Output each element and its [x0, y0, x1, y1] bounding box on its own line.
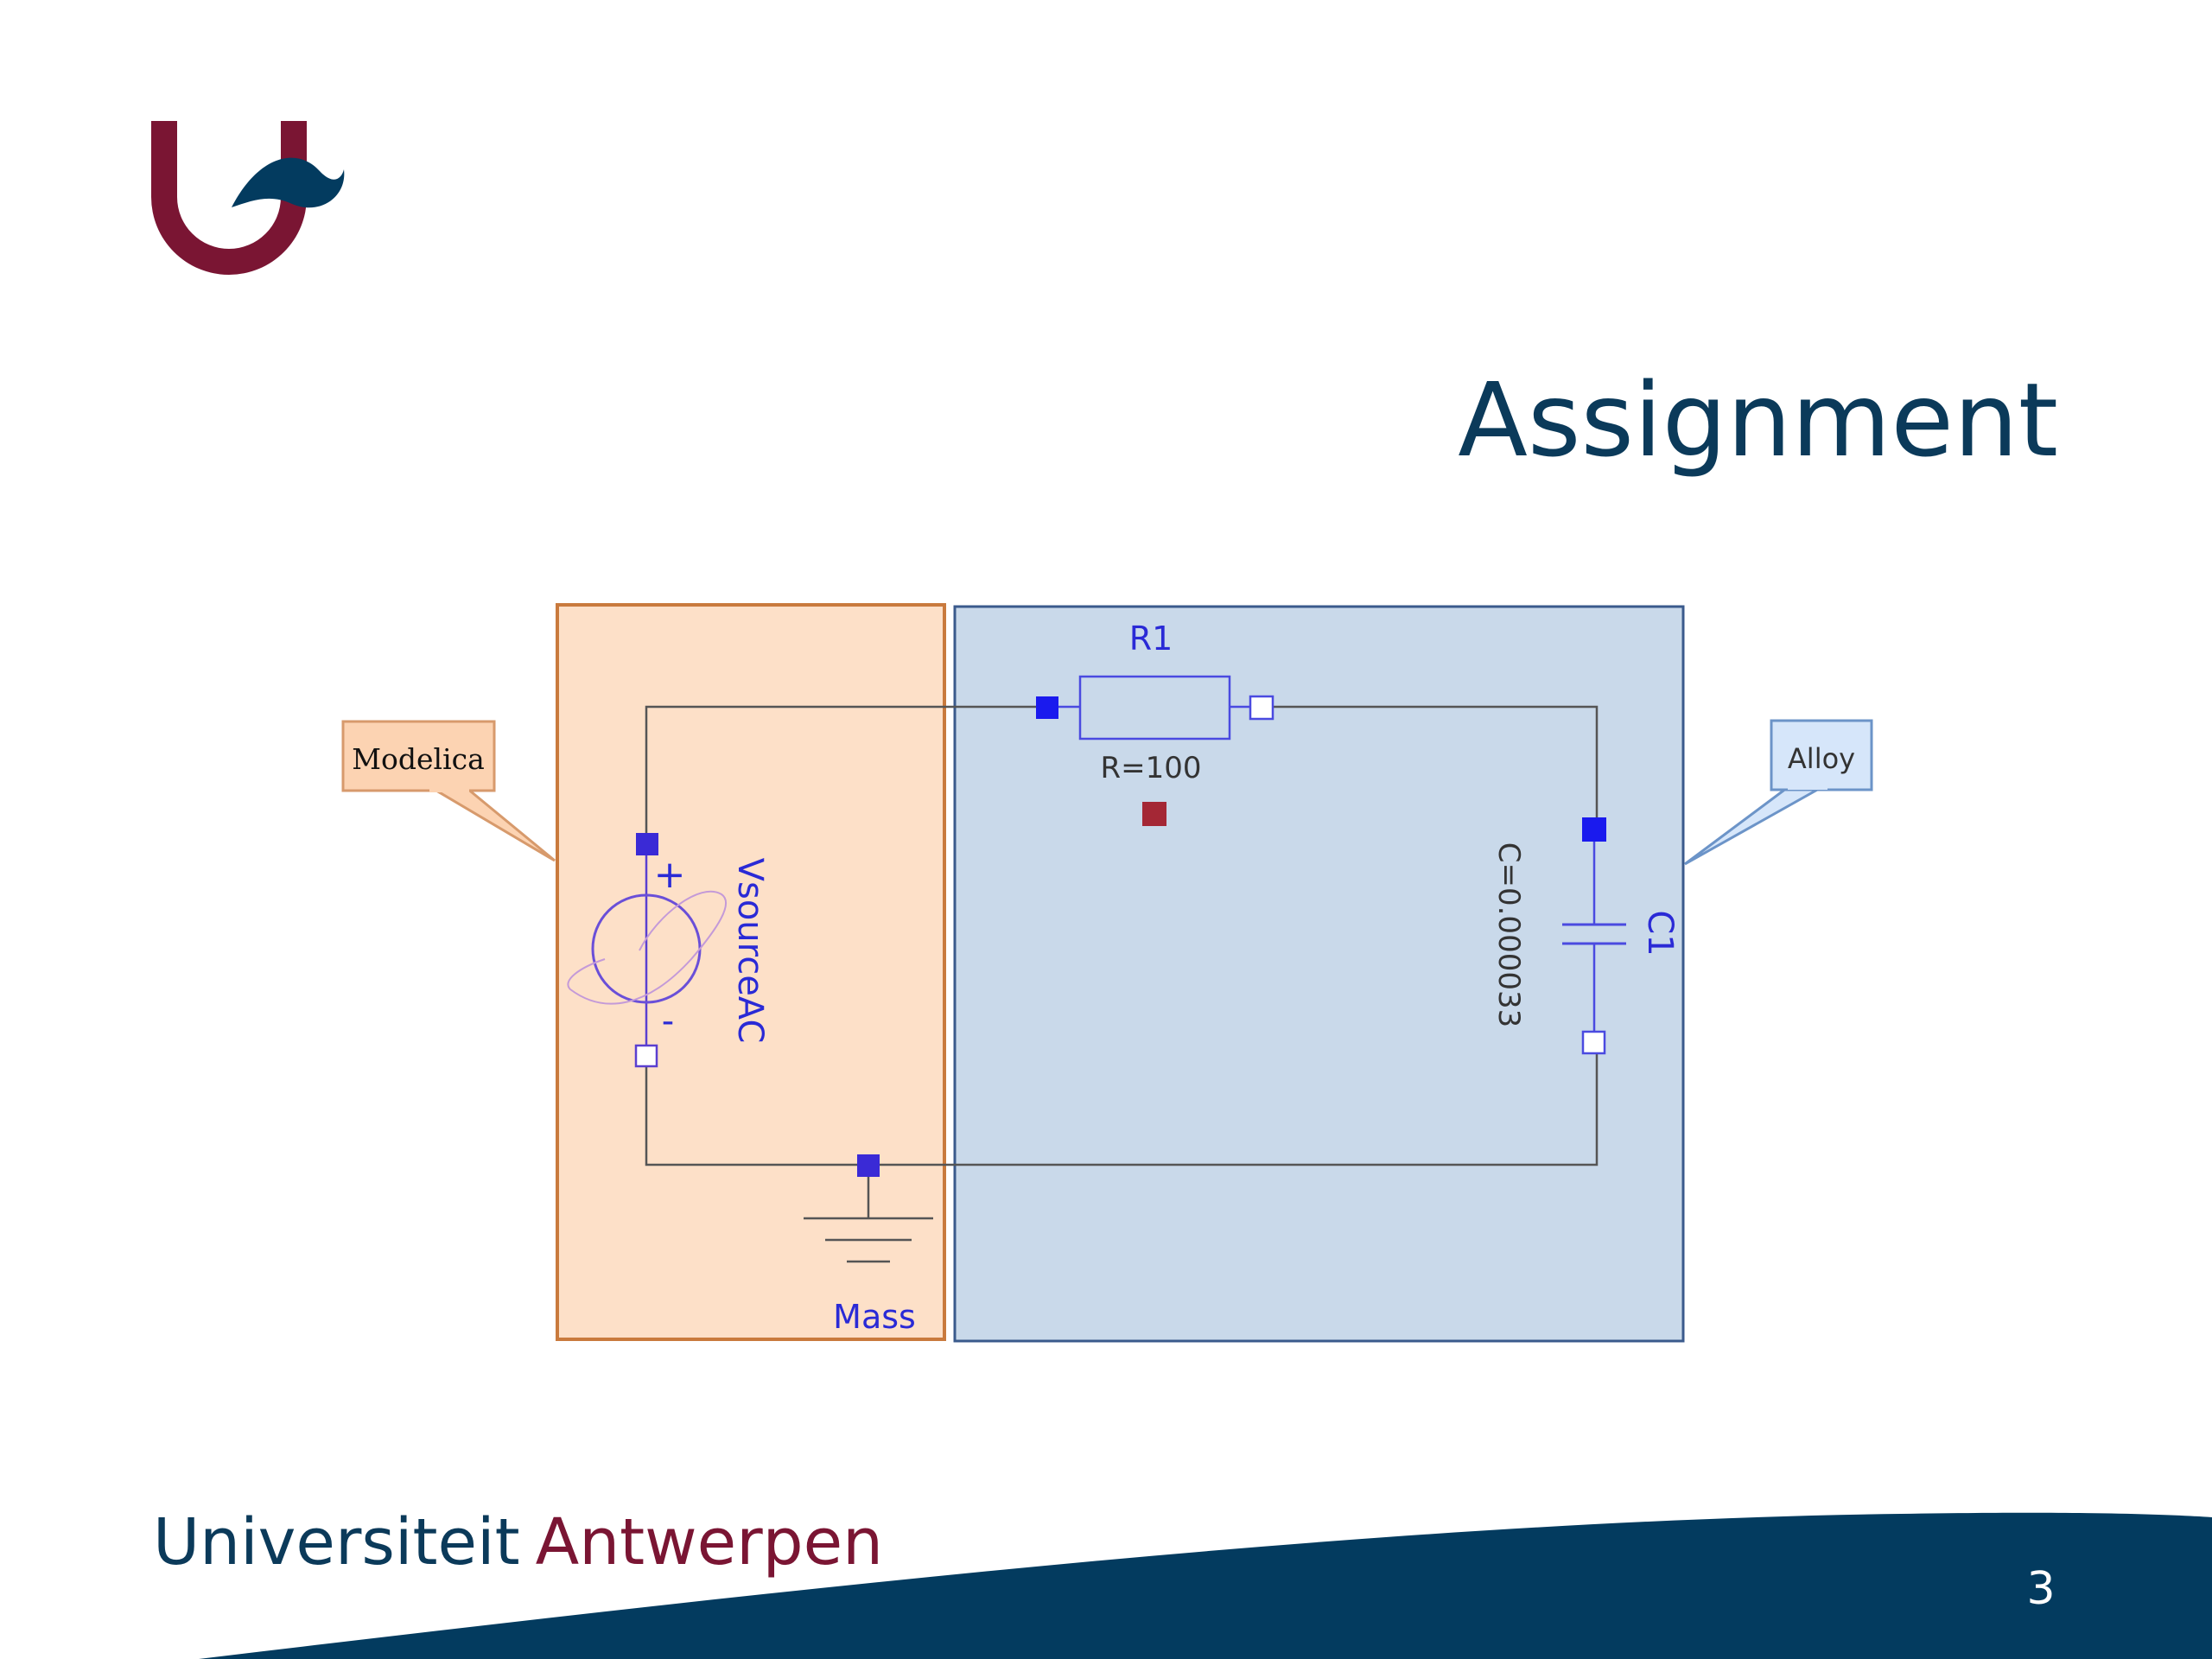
capacitor-name: C1: [1640, 910, 1680, 956]
modelica-callout: Modelica: [341, 720, 556, 862]
university-logo-icon: [151, 121, 345, 275]
circuit-wires: [645, 705, 1599, 1166]
wordmark-university: Universiteit: [153, 1505, 520, 1580]
resistor-symbol-icon: [1036, 675, 1274, 741]
source-plus-sign: +: [654, 853, 686, 897]
alloy-callout: Alloy: [1684, 719, 1873, 866]
source-name: VsourceAC: [730, 858, 770, 1044]
wordmark-city: Antwerpen: [536, 1505, 883, 1580]
alloy-callout-label: Alloy: [1788, 742, 1855, 775]
selection-handle: [1142, 802, 1166, 826]
page-title: Assignment: [1458, 360, 2058, 480]
alloy-region: [953, 605, 1685, 1343]
resistor-name: R1: [1129, 620, 1173, 658]
source-minus-sign: -: [662, 1001, 674, 1041]
capacitor-symbol-icon: [1562, 817, 1626, 1055]
ground-name: Mass: [833, 1298, 916, 1336]
footer-wave: [199, 1512, 2212, 1659]
modelica-region: [556, 603, 946, 1341]
ground-symbol-icon: [804, 1154, 933, 1263]
page-number: 3: [2026, 1563, 2055, 1615]
modelica-callout-label: Modelica: [352, 742, 485, 776]
resistor-param: R=100: [1100, 751, 1201, 785]
voltage-source-symbol-icon: [567, 833, 727, 1068]
capacitor-param: C=0.000033: [1491, 842, 1526, 1027]
